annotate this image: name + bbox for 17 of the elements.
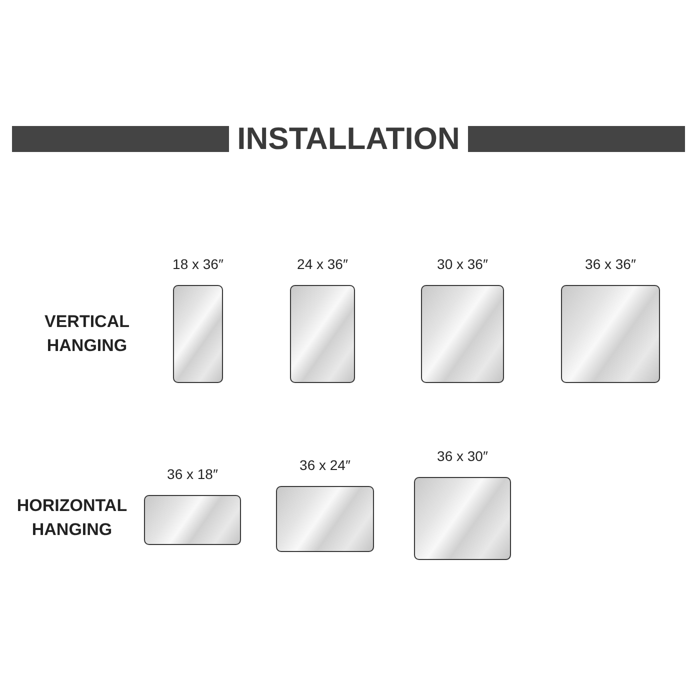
mirror-drawing <box>414 477 511 560</box>
orientation-label: VERTICAL HANGING <box>44 311 130 357</box>
size-label: 36 x 36″ <box>584 256 637 272</box>
size-label: 36 x 30″ <box>436 448 489 464</box>
title: INSTALLATION <box>236 120 461 158</box>
size-label: 36 x 24″ <box>298 457 352 473</box>
mirror-drawing <box>290 285 355 383</box>
mirror-drawing <box>561 285 660 383</box>
size-label: 18 x 36″ <box>172 256 224 272</box>
mirror-drawing <box>421 285 504 383</box>
mirror-drawing <box>144 495 241 545</box>
mirror-drawing <box>276 486 374 552</box>
size-label: 30 x 36″ <box>436 256 489 272</box>
mirror-drawing <box>173 285 223 383</box>
size-label: 36 x 18″ <box>166 466 219 482</box>
orientation-label: HORIZONTAL HANGING <box>16 495 128 541</box>
size-label: 24 x 36″ <box>296 256 349 272</box>
